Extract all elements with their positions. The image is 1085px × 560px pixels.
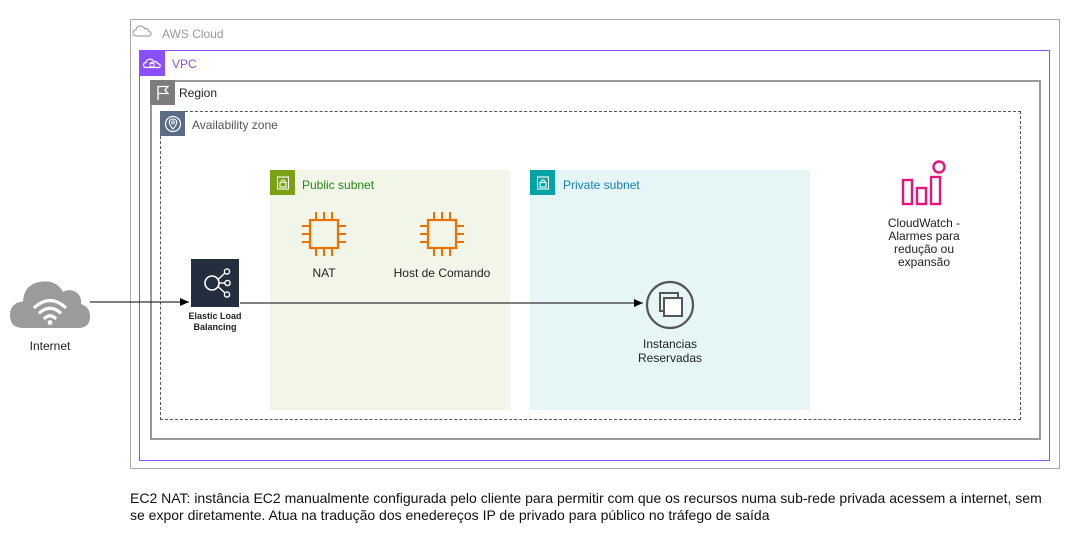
host-label: Host de Comando	[393, 266, 491, 280]
region-label: Region	[179, 86, 218, 100]
region-flag-icon	[150, 80, 175, 105]
vpc-icon	[139, 50, 165, 76]
reserved-instances-icon	[645, 280, 695, 330]
private-subnet-group	[530, 170, 810, 410]
public-subnet-lock-icon	[270, 170, 295, 195]
vpc-label: VPC	[172, 57, 197, 71]
internet-cloud-icon	[9, 274, 91, 332]
elastic-load-balancing-icon	[191, 259, 239, 307]
aws-cloud-group	[130, 19, 1060, 469]
availability-zone-group	[160, 111, 1021, 420]
public-subnet-label: Public subnet	[302, 178, 375, 192]
aws-cloud-group-icon	[130, 19, 154, 43]
cloudwatch-icon	[898, 158, 950, 210]
elb-label: Elastic Load Balancing	[188, 311, 242, 332]
cloudwatch-label: CloudWatch - Alarmes para redução ou exp…	[887, 216, 961, 269]
availability-zone-icon	[160, 111, 185, 136]
ec2-nat-note: EC2 NAT: instância EC2 manualmente confi…	[130, 490, 1042, 523]
private-subnet-label: Private subnet	[563, 178, 640, 192]
availability-zone-label: Availability zone	[192, 118, 278, 132]
aws-cloud-label: AWS Cloud	[162, 27, 224, 41]
public-subnet-group	[270, 170, 510, 410]
host-ec2-instance-icon	[418, 210, 466, 258]
private-subnet-lock-icon	[530, 170, 555, 195]
internet-label: Internet	[29, 339, 71, 353]
nat-ec2-instance-icon	[300, 210, 348, 258]
instances-label: Instancias Reservadas	[637, 337, 703, 365]
nat-label: NAT	[312, 266, 336, 280]
region-group	[150, 80, 1041, 440]
vpc-group	[139, 50, 1050, 461]
